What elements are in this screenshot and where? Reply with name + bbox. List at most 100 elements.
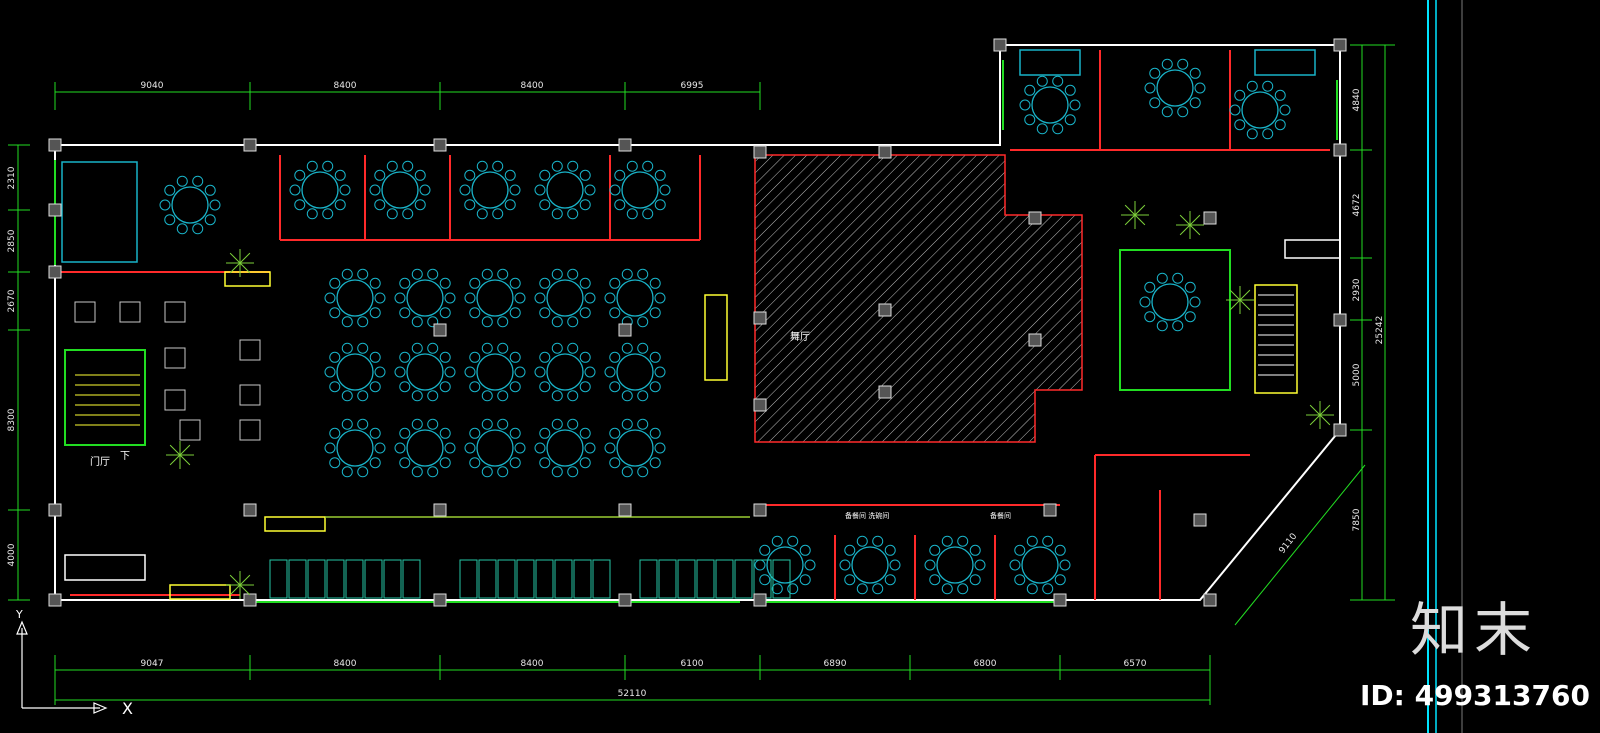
chair [609, 351, 621, 363]
chair [754, 559, 766, 571]
chair [609, 277, 621, 289]
column [753, 593, 767, 607]
chair [609, 307, 621, 319]
chair [294, 199, 306, 211]
chair [469, 307, 481, 319]
chair [399, 351, 411, 363]
dim-right-3: 2930 [1352, 278, 1362, 301]
stair-left [75, 374, 140, 426]
chair [1156, 320, 1168, 332]
square-table [164, 301, 186, 323]
chair [1194, 82, 1206, 94]
dim-right-2: 4672 [1352, 194, 1362, 217]
partitions [60, 50, 1330, 600]
chair [551, 390, 563, 402]
chair [584, 184, 596, 196]
chair [427, 316, 439, 328]
square-table [239, 384, 261, 406]
chair [497, 466, 509, 478]
chair [427, 390, 439, 402]
chair [514, 366, 526, 378]
chair [439, 307, 451, 319]
column-group [48, 38, 1347, 607]
chair [649, 277, 661, 289]
plant-leaf [1124, 214, 1136, 226]
chair [1189, 97, 1201, 109]
chair [621, 390, 633, 402]
chair [411, 418, 423, 430]
chair [654, 199, 666, 211]
chair [427, 418, 439, 430]
chair [369, 307, 381, 319]
chair [567, 316, 579, 328]
chair [649, 381, 661, 393]
chair [481, 418, 493, 430]
booth-seat [459, 559, 478, 599]
chair [839, 559, 851, 571]
chair [444, 292, 456, 304]
round-table [406, 429, 444, 467]
booth-seat [554, 559, 573, 599]
booth-seat [326, 559, 345, 599]
chair [469, 427, 481, 439]
axis-y-label: Y [15, 608, 23, 621]
chair [509, 427, 521, 439]
chair [642, 160, 654, 172]
chair [357, 342, 369, 354]
chair [464, 366, 476, 378]
plant-leaf [239, 574, 251, 586]
chair [844, 574, 856, 586]
chair [539, 427, 551, 439]
chair [924, 559, 936, 571]
column [48, 203, 62, 217]
round-table [1031, 86, 1069, 124]
dim-left-3: 2670 [7, 289, 17, 312]
plant-leaf [1229, 299, 1241, 311]
column [243, 593, 257, 607]
chair [889, 559, 901, 571]
round-table [381, 171, 419, 209]
chair [176, 223, 188, 235]
chair [579, 457, 591, 469]
chair [604, 366, 616, 378]
square-table [164, 389, 186, 411]
chair [402, 160, 414, 172]
dim-left-5: 4000 [7, 543, 17, 566]
column [618, 138, 632, 152]
chair [514, 442, 526, 454]
chair [787, 535, 799, 547]
booth-seat [402, 559, 421, 599]
round-table [301, 171, 339, 209]
chair [1019, 99, 1031, 111]
dance-hall-label: 舞厅 [790, 331, 810, 343]
round-table [476, 279, 514, 317]
chair [439, 427, 451, 439]
plant-leaf [1189, 224, 1201, 236]
dimension-top [54, 82, 761, 110]
chair [399, 427, 411, 439]
chair [534, 184, 546, 196]
chair [339, 184, 351, 196]
chair [329, 307, 341, 319]
column [1333, 143, 1347, 157]
booth-seat [383, 559, 402, 599]
chair [609, 457, 621, 469]
table-group [159, 58, 1291, 595]
chair [414, 169, 426, 181]
chair [439, 381, 451, 393]
chair [844, 544, 856, 556]
chair [459, 184, 471, 196]
chair [567, 160, 579, 172]
chair [324, 442, 336, 454]
booth-seat [772, 559, 791, 599]
column [753, 145, 767, 159]
column [48, 265, 62, 279]
chair [804, 559, 816, 571]
chair [1184, 281, 1196, 293]
booth-seat [734, 559, 753, 599]
chair [654, 292, 666, 304]
chair [411, 342, 423, 354]
booth-seat [696, 559, 715, 599]
chair [1149, 67, 1161, 79]
chair [399, 457, 411, 469]
